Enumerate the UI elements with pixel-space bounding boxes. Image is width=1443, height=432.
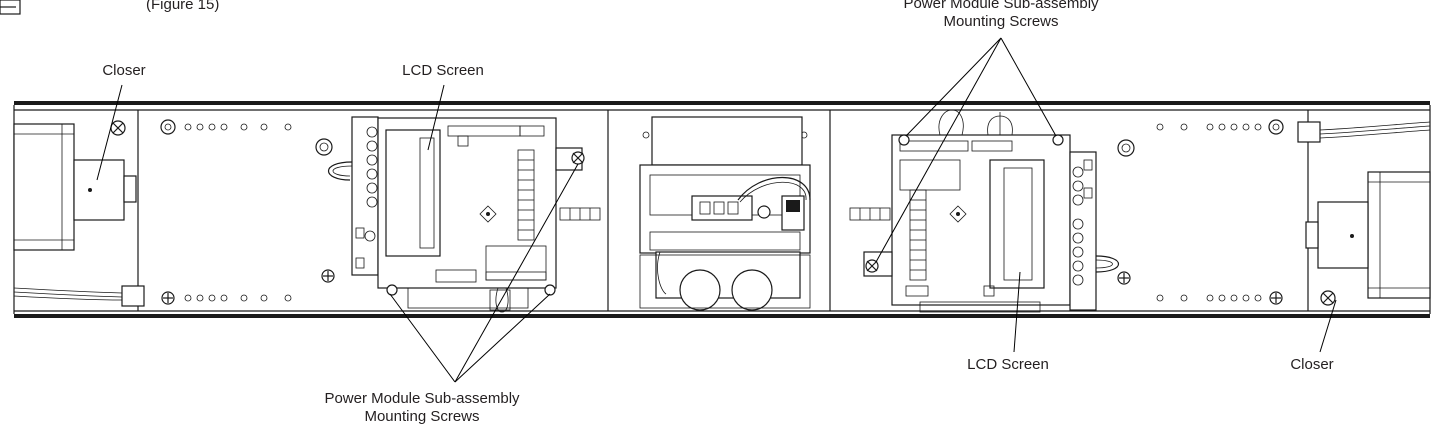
screws-bottom-line2: Mounting Screws bbox=[364, 408, 480, 425]
screws-top-line1: Power Module Sub-assembly bbox=[903, 0, 1099, 12]
power-module-right bbox=[863, 109, 1119, 313]
lcd-screen-right-label: LCD Screen bbox=[967, 356, 1049, 373]
power-module-left bbox=[328, 116, 601, 313]
screws-bottom-callout: Power Module Sub-assembly Mounting Screw… bbox=[277, 390, 567, 426]
closer-right-label: Closer bbox=[1290, 356, 1334, 373]
figure-reference: (Figure 15) bbox=[146, 0, 220, 13]
section-marker-icon bbox=[0, 0, 21, 15]
screws-top-line2: Mounting Screws bbox=[943, 13, 1059, 30]
lcd-screen-left-label: LCD Screen bbox=[402, 62, 484, 79]
screws-bottom-line1: Power Module Sub-assembly bbox=[324, 390, 520, 407]
closer-right bbox=[1297, 121, 1431, 306]
header-rail bbox=[13, 101, 1431, 318]
center-control-unit bbox=[639, 116, 811, 311]
closer-left-label: Closer bbox=[102, 62, 146, 79]
screws-top-callout: Power Module Sub-assembly Mounting Screw… bbox=[856, 0, 1146, 31]
standoff-right bbox=[849, 207, 891, 221]
leader-lines bbox=[96, 37, 1337, 383]
plate-holes-left bbox=[160, 119, 335, 305]
plate-holes-right bbox=[1117, 119, 1284, 305]
closer-left bbox=[13, 120, 145, 307]
